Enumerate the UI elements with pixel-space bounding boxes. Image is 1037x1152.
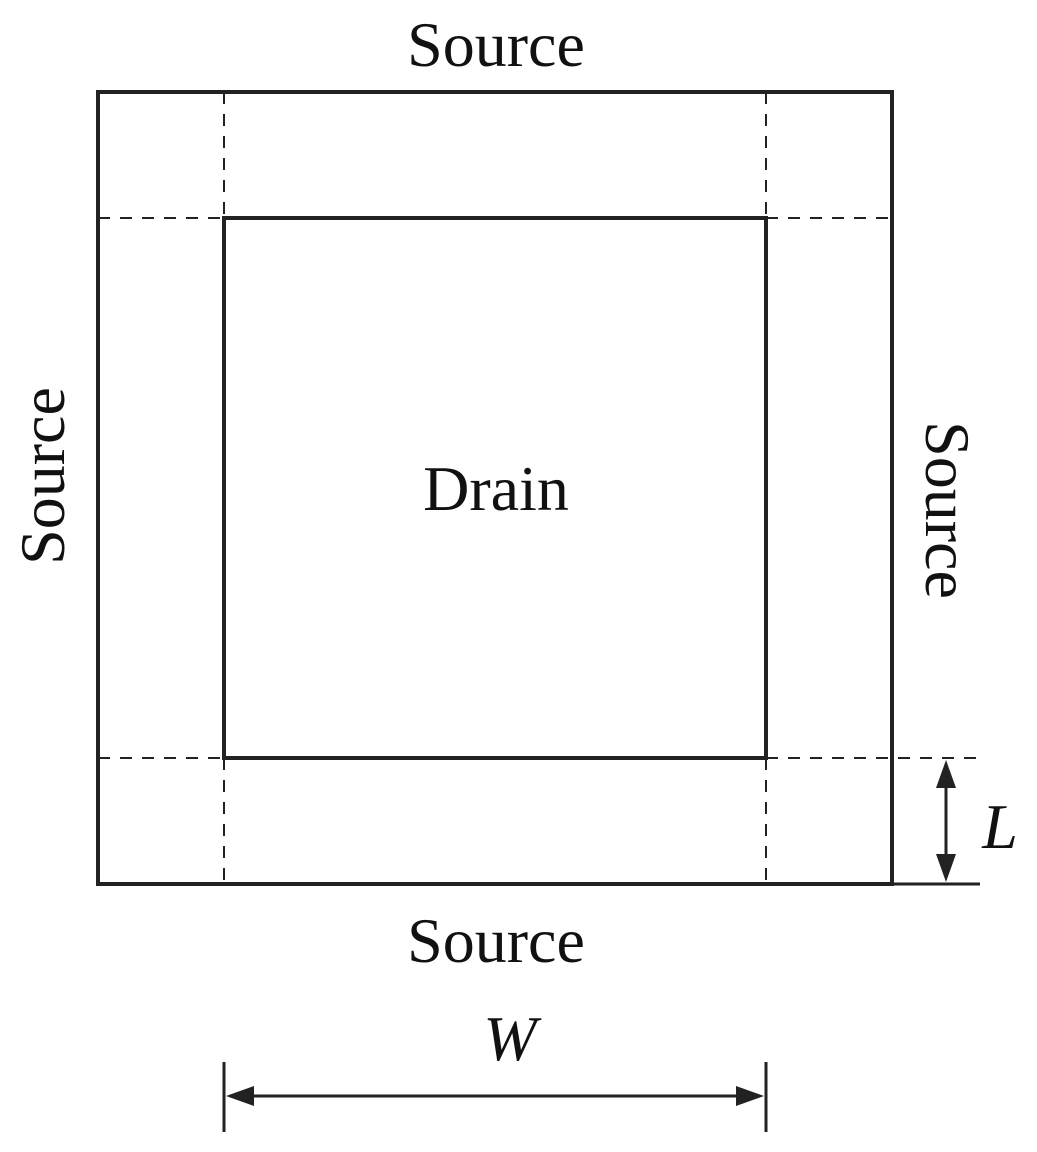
width-symbol-label: W xyxy=(483,1003,542,1074)
outer-source-region xyxy=(96,90,894,886)
source-label-top: Source xyxy=(407,9,585,80)
length-arrowhead-bottom xyxy=(936,854,956,882)
source-label-bottom: Source xyxy=(407,905,585,976)
width-arrowhead-left xyxy=(226,1086,254,1106)
length-arrowhead-top xyxy=(936,760,956,788)
length-symbol-label: L xyxy=(981,791,1018,862)
source-label-left: Source xyxy=(7,387,78,565)
drain-label: Drain xyxy=(423,453,569,524)
source-label-right: Source xyxy=(912,421,983,599)
drain-region xyxy=(222,216,768,760)
width-arrowhead-right xyxy=(736,1086,764,1106)
